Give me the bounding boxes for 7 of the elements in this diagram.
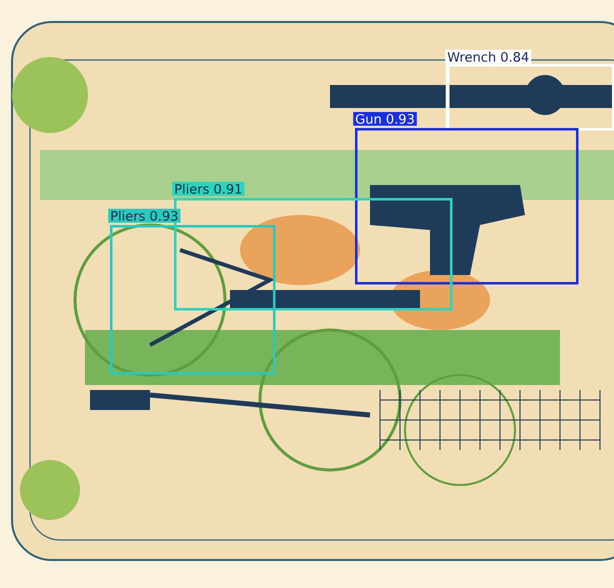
- detection-box: Wrench 0.84: [445, 50, 614, 130]
- detection-box: Pliers 0.93: [108, 208, 276, 374]
- node-label: Gun 0.93: [356, 114, 414, 124]
- detection-box: Gun 0.93: [353, 112, 578, 284]
- node-label: Pliers 0.93: [111, 210, 178, 221]
- node-label: Wrench 0.84: [448, 52, 528, 62]
- node-label: Pliers 0.91: [175, 184, 242, 194]
